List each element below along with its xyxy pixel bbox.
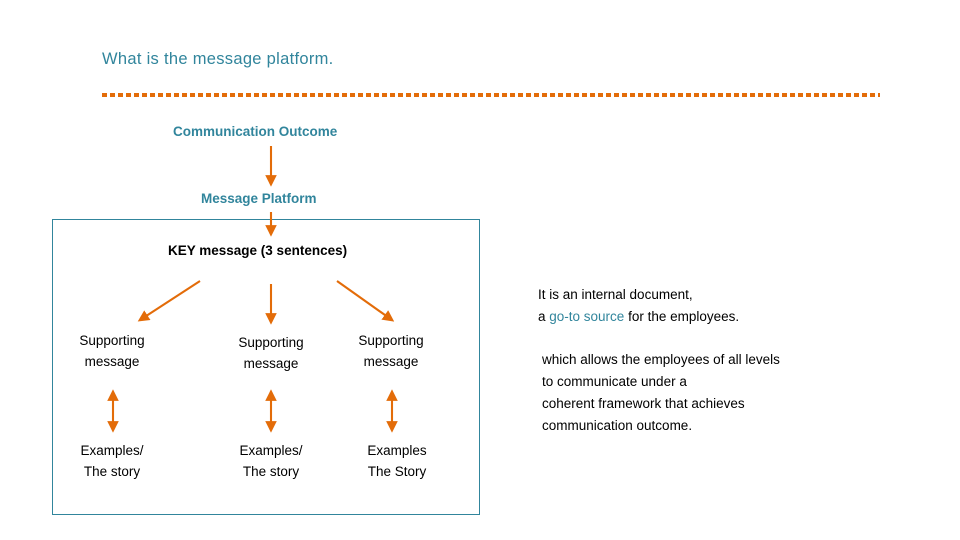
- notes-p1-line1: It is an internal document,: [538, 287, 693, 302]
- supporting-message-1-line2: message: [84, 353, 140, 369]
- examples-2-line2: The story: [242, 463, 300, 479]
- examples-3-line2: The Story: [367, 463, 427, 479]
- notes-p1-line2: a go-to source for the employees.: [538, 306, 739, 328]
- examples-2-line1: Examples/: [239, 443, 303, 458]
- examples-3-line1: Examples: [367, 443, 427, 458]
- examples-1-line2: The story: [83, 463, 141, 479]
- notes-p1-line2-post: for the employees.: [624, 309, 740, 324]
- supporting-message-2: Supporting message: [211, 333, 331, 375]
- examples-2: Examples/ The story: [211, 441, 331, 483]
- label-key-message: KEY message (3 sentences): [168, 243, 348, 258]
- notes-paragraph-1: It is an internal document, a go-to sour…: [538, 284, 739, 328]
- message-platform-box: [52, 219, 480, 515]
- label-communication-outcome: Communication Outcome: [173, 124, 338, 139]
- examples-1: Examples/ The story: [52, 441, 172, 483]
- supporting-message-3-line1: Supporting: [358, 333, 424, 348]
- title-divider: [102, 93, 880, 97]
- notes-p1-accent: go-to source: [549, 309, 625, 324]
- supporting-message-2-line2: message: [243, 355, 299, 371]
- page-title: What is the message platform.: [102, 50, 334, 68]
- examples-1-line1: Examples/: [80, 443, 144, 458]
- supporting-message-1-line1: Supporting: [79, 333, 145, 348]
- notes-paragraph-2: which allows the employees of all levels…: [542, 349, 780, 437]
- label-message-platform: Message Platform: [201, 191, 317, 206]
- notes-p2-line1: which allows the employees of all levels: [542, 352, 780, 367]
- examples-3: Examples The Story: [337, 441, 457, 483]
- notes-p1-line2-pre: a: [538, 309, 550, 324]
- notes-p2-line4: communication outcome.: [542, 418, 693, 433]
- supporting-message-3-line2: message: [363, 353, 419, 369]
- supporting-message-2-line1: Supporting: [238, 335, 304, 350]
- notes-p2-line3: coherent framework that achieves: [542, 396, 745, 411]
- supporting-message-1: Supporting message: [52, 331, 172, 373]
- supporting-message-3: Supporting message: [331, 331, 451, 373]
- notes-p2-line2: to communicate under a: [542, 374, 687, 389]
